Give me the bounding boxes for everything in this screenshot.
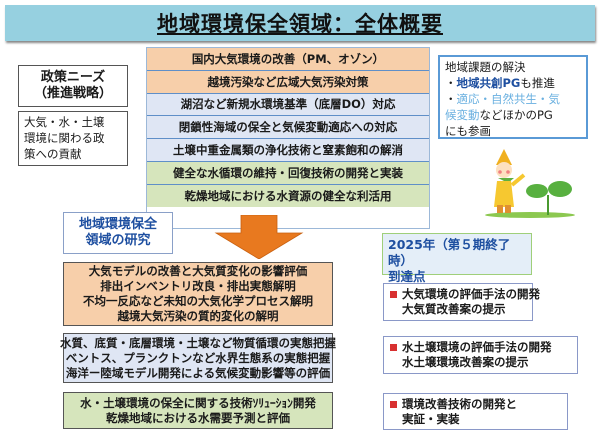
research-item: 乾燥地域における水需要予測と評価 (106, 410, 290, 425)
policy-item: 乾燥地域における水資源の健全な利活用 (147, 184, 429, 208)
red-square-bullet-icon (390, 401, 397, 408)
bullet-dot: ・ (445, 76, 457, 90)
research-item: 越境大気汚染の質的変化の解明 (117, 309, 279, 323)
bullet-text: も推進 (520, 76, 555, 90)
policy-item: 土壌中重金属類の浄化技術と窒素飽和の解消 (147, 139, 429, 162)
research-box-water-soil: 水質、底質・底層環境・土壌など物質循環の実態把握 ベントス、プランクトンなど水界… (60, 333, 336, 383)
policy-needs-body-box: 大気・水・土壌 環境に関わる政 策への貢献 (18, 111, 128, 166)
highlight-text: 候変動 (445, 108, 480, 122)
research-title-box: 地域環境保全 領域の研究 (63, 212, 173, 254)
policy-item: 健全な水循環の維持・回復技術の開発と実装 (147, 161, 429, 185)
research-item: 大気モデルの改善と大気質変化の影響評価 (88, 264, 308, 278)
regional-issues-bullet: ・地域共創PGも推進 (445, 75, 581, 91)
research-title: 地域環境保全 (78, 217, 157, 232)
research-box-technology: 水・土壌環境の保全に関する技術ｿﾘｭｰｼｮﾝ開発 乾燥地域における水需要予測と評… (63, 392, 333, 429)
milestone-subtitle: 到達点 (388, 269, 426, 284)
research-item: 海洋ー陸域モデル開発による気候変動影響等の評価 (65, 365, 331, 380)
goal-text: 環境改善技術の開発と (402, 397, 517, 411)
regional-issues-bullet: ・適応・自然共生・気 (445, 91, 581, 107)
milestone-box: 2025年（第５期終了時） 到達点 (382, 233, 532, 284)
research-box-air: 大気モデルの改善と大気質変化の影響評価 排出インベントリ改良・排出実態解明 不均… (63, 262, 333, 326)
bullet-text: などほかのPG (479, 108, 553, 122)
goal-text: 実証・実装 (402, 412, 460, 426)
down-arrow-icon (214, 215, 304, 259)
research-item: 不均一反応など未知の大気化学プロセス解明 (83, 294, 313, 308)
regional-issues-heading: 地域課題の解決 (445, 60, 526, 74)
policy-needs-title-box: 政策ニーズ （推進戦略） (18, 65, 128, 107)
regional-issues-box: 地域課題の解決 ・地域共創PGも推進 ・適応・自然共生・気 候変動などほかのPG… (438, 55, 588, 139)
research-item: 水質、底質・底層環境・土壌など物質循環の実態把握 (60, 335, 336, 350)
regional-issues-text: 候変動などほかのPG (445, 107, 581, 123)
policy-needs-title: 政策ニーズ (40, 70, 106, 85)
policy-item: 閉鎖性海域の保全と気候変動適応への対応 (147, 116, 429, 139)
bullet-dot: ・ (445, 92, 457, 106)
policy-item: 国内大気環境の改善（PM、オゾン） (147, 48, 429, 71)
goal-text: 大気環境の評価手法の開発 (402, 287, 540, 301)
red-square-bullet-icon (390, 291, 397, 298)
policy-item: 越境汚染など広域大気汚染対策 (147, 70, 429, 94)
highlight-text: 地域共創PG (456, 76, 521, 90)
goal-text: 水土壌環境の評価手法の開発 (402, 340, 552, 354)
research-item: 水・土壌環境の保全に関する技術ｿﾘｭｰｼｮﾝ開発 (80, 395, 316, 410)
policy-needs-text: 策への貢献 (24, 147, 82, 161)
policy-needs-subtitle: （推進戦略） (33, 86, 112, 101)
goal-box-water-soil: 水土壌環境の評価手法の開発 水土壌環境改善案の提示 (383, 336, 578, 374)
regional-issues-text: にも参画 (445, 124, 491, 138)
red-square-bullet-icon (390, 344, 397, 351)
policy-needs-text: 大気・水・土壌 (24, 115, 105, 129)
research-item: 排出インベントリ改良・排出実態解明 (100, 279, 296, 293)
policy-items-list: 国内大気環境の改善（PM、オゾン） 越境汚染など広域大気汚染対策 湖沼など新規水… (146, 47, 430, 229)
policy-needs-text: 環境に関わる政 (24, 131, 105, 145)
policy-item: 湖沼など新規水環境基準（底層DO）対応 (147, 93, 429, 117)
title-bar: 地域環境保全領域：全体概要 (5, 5, 595, 41)
goal-text: 水土壌環境改善案の提示 (402, 355, 529, 369)
goal-box-air: 大気環境の評価手法の開発 大気質改善案の提示 (383, 283, 540, 321)
research-subtitle: 領域の研究 (85, 233, 151, 248)
research-item: ベントス、プランクトンなど水界生態系の実態把握 (65, 350, 331, 365)
highlight-text: 適応・自然共生・気 (456, 92, 561, 106)
goal-text: 大気質改善案の提示 (402, 302, 506, 316)
mascot-sprout-illustration (485, 149, 575, 218)
milestone-title: 2025年（第５期終了時） (388, 237, 511, 268)
page-title: 地域環境保全領域：全体概要 (157, 12, 443, 36)
goal-box-technology: 環境改善技術の開発と 実証・実装 (383, 393, 568, 430)
